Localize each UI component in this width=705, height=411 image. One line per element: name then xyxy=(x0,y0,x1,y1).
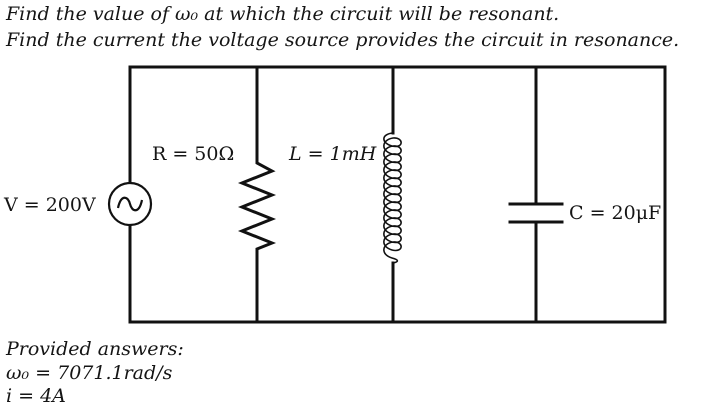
sine-wave-icon xyxy=(116,196,144,212)
resistor-zigzag xyxy=(237,148,277,260)
answers-heading: Provided answers: xyxy=(6,338,184,360)
answer-current: i = 4A xyxy=(6,385,66,407)
capacitor-label: C = 20μF xyxy=(569,202,661,224)
question-line-1: Find the value of ω₀ at which the circui… xyxy=(6,3,560,25)
answer-omega: ω₀ = 7071.1rad/s xyxy=(6,362,173,384)
question-line-2: Find the current the voltage source prov… xyxy=(6,29,680,51)
inductor-label: L = 1mH xyxy=(288,143,377,165)
inductor-coil xyxy=(383,132,402,264)
resistor-label: R = 50Ω xyxy=(152,143,234,165)
source-label: V = 200V xyxy=(3,194,96,216)
ac-source xyxy=(107,181,153,227)
